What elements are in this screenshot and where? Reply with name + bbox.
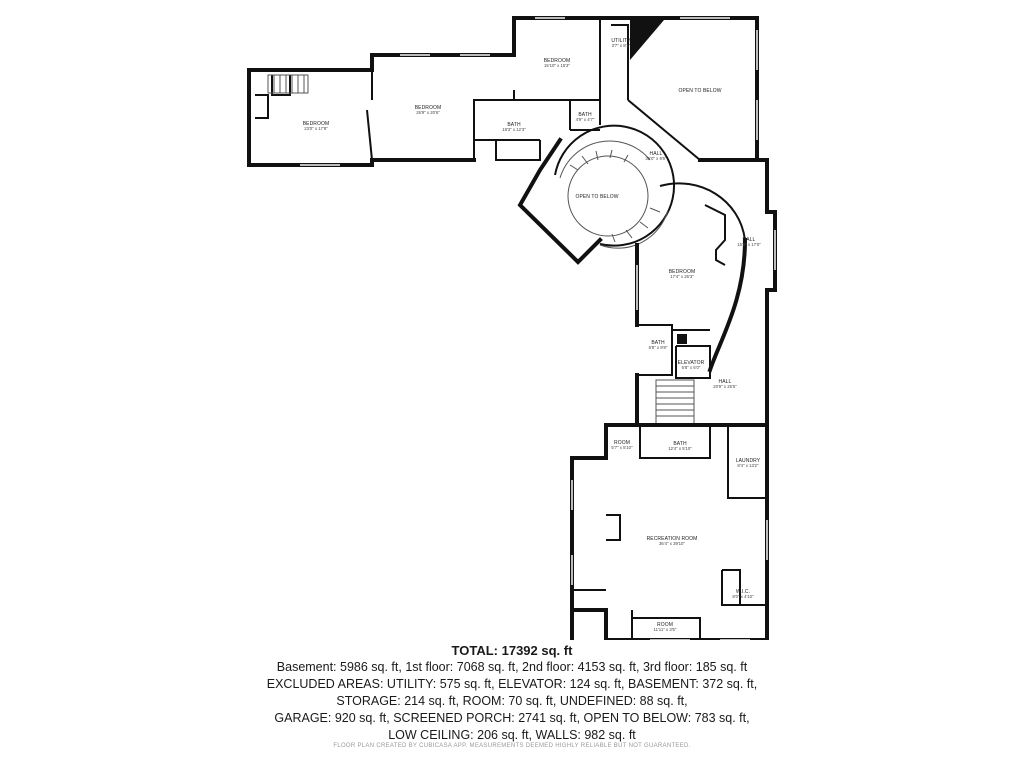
room-label: UTILITY — [611, 38, 631, 44]
room-label: BATH — [578, 112, 592, 118]
room-label: BATH — [673, 441, 687, 447]
room-dimension: 8'0" x 4'10" — [732, 594, 754, 599]
room-label: BATH — [651, 340, 665, 346]
room-label: BEDROOM — [669, 269, 696, 275]
room-dimension: 4'9" x 4'7" — [576, 117, 595, 122]
room-dimension: 26'9" x 20'6" — [416, 110, 440, 115]
room-dimension: 3'7" x 8'1" — [612, 43, 631, 48]
room-label: HALL — [650, 151, 663, 157]
room-dimension: 20'9" x 25'5" — [713, 384, 737, 389]
excluded-areas-line: GARAGE: 920 sq. ft, SCREENED PORCH: 2741… — [274, 711, 750, 725]
area-summary: TOTAL: 17392 sq. ft Basement: 5986 sq. f… — [0, 642, 1024, 744]
room-dimension: 5'7" x 5'10" — [611, 445, 633, 450]
room-label: BEDROOM — [544, 58, 571, 64]
east-spine-walls — [635, 158, 777, 427]
room-label: BATH — [507, 122, 521, 128]
disclaimer: FLOOR PLAN CREATED BY CUBICASA APP. MEAS… — [333, 743, 691, 749]
room-dimension: 23'0" x 17'8" — [304, 126, 328, 131]
excluded-areas-line: LOW CEILING: 206 sq. ft, WALLS: 982 sq. … — [388, 728, 636, 742]
south-staircase — [655, 379, 695, 425]
excluded-areas-line: EXCLUDED AREAS: UTILITY: 575 sq. ft, ELE… — [266, 677, 758, 691]
west-wing-walls — [247, 16, 759, 167]
room-label: BEDROOM — [415, 105, 442, 111]
room-label: ROOM — [657, 622, 673, 628]
room-label: ROOM — [614, 440, 630, 446]
room-labels: BEDROOM 23'0" x 17'8" BEDROOM 26'9" x 20… — [303, 38, 762, 632]
floor-plan: BEDROOM 23'0" x 17'8" BEDROOM 26'9" x 20… — [247, 16, 777, 640]
room-label: OPEN TO BELOW — [678, 88, 721, 94]
south-wing-walls — [570, 423, 769, 640]
room-dimension: 36'4" x 39'10" — [659, 541, 685, 546]
room-label: ELEVATOR — [678, 360, 705, 366]
floor-areas-line: Basement: 5986 sq. ft, 1st floor: 7068 s… — [276, 660, 748, 674]
west-staircase — [267, 74, 309, 94]
room-dimension: 12'4" x 5'10" — [668, 446, 692, 451]
room-label: HALL — [743, 237, 756, 243]
windows — [300, 17, 776, 640]
room-label: RECREATION ROOM — [647, 536, 698, 542]
room-dimension: 15'10" x 15'3" — [544, 63, 570, 68]
room-dimension: 17'4" x 26'3" — [670, 274, 694, 279]
room-dimension: 35'0" x 9'6" — [645, 156, 667, 161]
stair-core-mark — [630, 20, 664, 60]
room-dimension: 11'11" x 3'5" — [654, 627, 677, 632]
room-label: BEDROOM — [303, 121, 330, 127]
room-label: HALL — [719, 379, 732, 385]
room-dimension: 15'8" x 17'0" — [737, 242, 761, 247]
room-dimension: 8'4" x 13'2" — [737, 463, 759, 468]
room-label: LAUNDRY — [736, 458, 761, 464]
room-dimension: 18'3" x 12'3" — [502, 127, 526, 132]
room-label: W.I.C. — [736, 589, 750, 595]
total-area: TOTAL: 17392 sq. ft — [451, 643, 573, 658]
room-dimension: 6'8" x 9'8" — [649, 345, 668, 350]
room-label: OPEN TO BELOW — [575, 194, 618, 200]
rotunda-walls — [517, 124, 676, 265]
room-dimension: 6'8" x 6'0" — [682, 365, 701, 370]
excluded-areas-line: STORAGE: 214 sq. ft, ROOM: 70 sq. ft, UN… — [336, 694, 688, 708]
